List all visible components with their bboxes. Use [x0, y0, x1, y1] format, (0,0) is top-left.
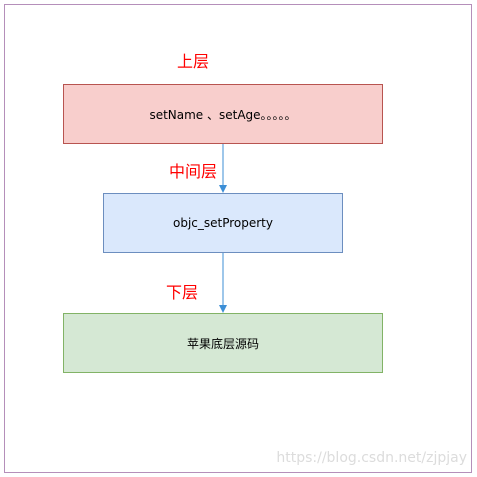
middle-to-bottom-arrow-head: [219, 305, 227, 313]
middle-layer-box-text: objc_setProperty: [172, 216, 273, 230]
middle-layer-label: 中间层: [169, 162, 218, 181]
top-layer-box-text: setName 、setAge。。。。。: [149, 107, 297, 122]
middle-layer-box: objc_setProperty: [103, 193, 343, 253]
top-layer-box: setName 、setAge。。。。。: [63, 84, 383, 144]
top-to-middle-arrow-head: [219, 185, 227, 193]
bottom-layer-label: 下层: [166, 283, 199, 302]
watermark-text: https://blog.csdn.net/zjpjay: [276, 450, 467, 466]
canvas-frame: [4, 4, 472, 473]
bottom-layer-box-text: 苹果底层源码: [186, 336, 259, 351]
bottom-layer-box: 苹果底层源码: [63, 313, 383, 373]
top-layer-label: 上层: [177, 52, 210, 71]
